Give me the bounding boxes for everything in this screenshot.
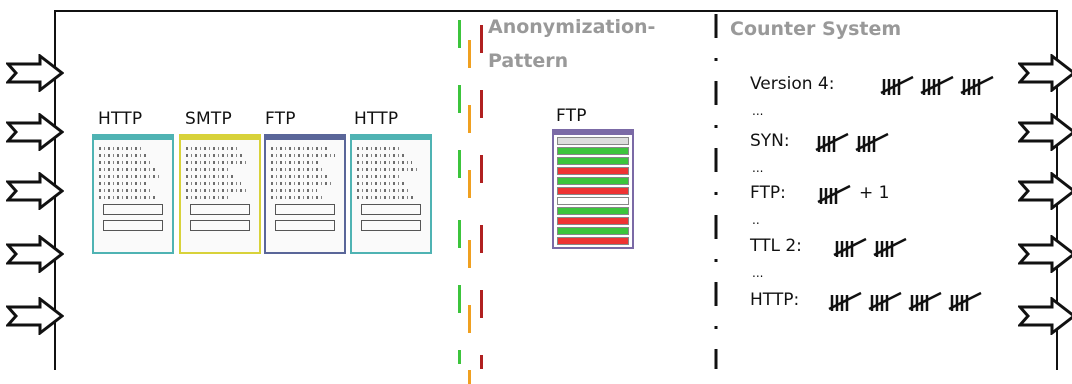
diagram: HTTP SMTP FTP HTTP Anonymization- Patter… bbox=[6, 10, 1072, 384]
packet-card bbox=[179, 134, 261, 254]
tally-mark-icon bbox=[815, 132, 849, 152]
tally-mark-icon bbox=[880, 75, 914, 95]
packet-card bbox=[264, 134, 346, 254]
output-arrow-icon bbox=[1018, 235, 1072, 273]
ellipsis: .. bbox=[752, 213, 760, 227]
marker-line bbox=[458, 285, 461, 313]
tally-mark-icon bbox=[908, 291, 942, 311]
ellipsis: ... bbox=[752, 104, 764, 118]
output-arrow-icon bbox=[1018, 297, 1072, 335]
tally-mark-icon bbox=[828, 291, 862, 311]
input-arrow-icon bbox=[6, 113, 64, 151]
marker-line bbox=[468, 240, 471, 268]
anonymized-packet-label: FTP bbox=[556, 106, 587, 126]
counter-label: FTP: bbox=[750, 183, 786, 203]
counter-label: Version 4: bbox=[750, 74, 835, 94]
output-arrow-icon bbox=[1018, 113, 1072, 151]
counter-divider bbox=[714, 14, 718, 369]
tally-mark-icon bbox=[868, 291, 902, 311]
input-arrow-icon bbox=[6, 297, 64, 335]
counter-title: Counter System bbox=[730, 18, 902, 40]
counter-label: HTTP: bbox=[750, 290, 800, 310]
tally-mark-icon bbox=[960, 75, 994, 95]
marker-line bbox=[480, 355, 483, 369]
tally-mark-icon bbox=[817, 184, 851, 204]
packet-card bbox=[92, 134, 174, 254]
tally-mark-icon bbox=[855, 132, 889, 152]
marker-line bbox=[480, 25, 483, 53]
packet-label: HTTP bbox=[354, 109, 399, 129]
marker-line bbox=[458, 220, 461, 248]
marker-line bbox=[458, 350, 461, 364]
tally-mark-icon bbox=[833, 237, 867, 257]
anonymization-title-line1: Anonymization- bbox=[488, 16, 656, 38]
tally-mark-icon bbox=[920, 75, 954, 95]
output-arrow-icon bbox=[1018, 172, 1072, 210]
tally-mark-icon bbox=[948, 291, 982, 311]
input-arrow-icon bbox=[6, 235, 64, 273]
marker-line bbox=[458, 85, 461, 113]
marker-line bbox=[458, 150, 461, 178]
ellipsis: ... bbox=[752, 266, 764, 280]
input-arrow-icon bbox=[6, 54, 64, 92]
counter-suffix: + 1 bbox=[859, 183, 890, 203]
packet-label: FTP bbox=[265, 109, 296, 129]
marker-line bbox=[468, 305, 471, 333]
ellipsis: ... bbox=[752, 161, 764, 175]
marker-line bbox=[480, 290, 483, 318]
marker-line bbox=[468, 105, 471, 133]
marker-line bbox=[468, 170, 471, 198]
counter-label: SYN: bbox=[750, 131, 790, 151]
output-arrow-icon bbox=[1018, 54, 1072, 92]
marker-line bbox=[468, 370, 471, 384]
marker-line bbox=[468, 40, 471, 68]
marker-line bbox=[458, 20, 461, 48]
marker-line bbox=[480, 225, 483, 253]
tally-mark-icon bbox=[873, 237, 907, 257]
packet-label: SMTP bbox=[185, 109, 232, 129]
marker-line bbox=[480, 90, 483, 118]
anonymization-title-line2: Pattern bbox=[488, 50, 569, 72]
packet-label: HTTP bbox=[98, 109, 143, 129]
input-arrow-icon bbox=[6, 172, 64, 210]
marker-line bbox=[480, 155, 483, 183]
anonymized-packet bbox=[552, 129, 634, 249]
packet-card bbox=[350, 134, 432, 254]
counter-label: TTL 2: bbox=[750, 236, 802, 256]
